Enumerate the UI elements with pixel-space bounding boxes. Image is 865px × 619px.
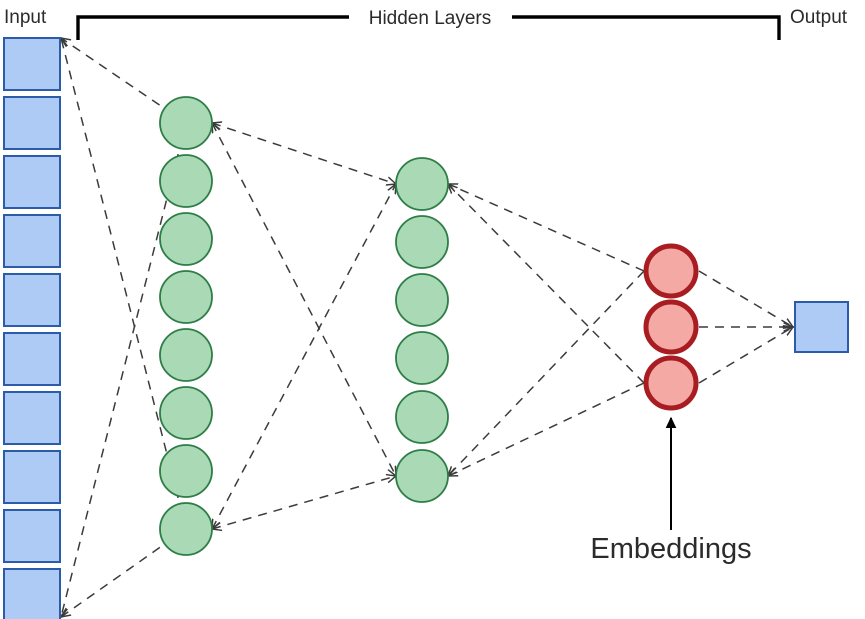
bracket-right-segment [512,15,781,40]
connections-embeddings-to-output [698,270,793,384]
label-hidden-layers: Hidden Layers [369,8,492,29]
layer-output [794,301,849,353]
input-node[interactable] [3,568,61,619]
layer-input [3,37,61,619]
hidden-node[interactable] [159,96,213,150]
connection-line [212,123,396,184]
input-node[interactable] [3,391,61,445]
hidden-node[interactable] [395,449,449,503]
hidden-node[interactable] [395,157,449,211]
hidden-node[interactable] [395,273,449,327]
connection-line [61,38,187,530]
hidden-node[interactable] [159,502,213,556]
input-node[interactable] [3,509,61,563]
hidden-node[interactable] [159,154,213,208]
hidden-node[interactable] [395,390,449,444]
connections-hidden1-to-hidden2 [212,123,396,529]
hidden-node[interactable] [395,331,449,385]
hidden-node[interactable] [159,270,213,324]
input-node[interactable] [3,155,61,209]
embedding-node[interactable] [643,243,699,299]
connections-input-to-hidden1 [61,38,187,617]
input-node[interactable] [3,214,61,268]
connection-line [448,184,645,384]
output-node[interactable] [794,301,849,353]
hidden-layers-bracket [76,15,781,40]
hidden-node[interactable] [159,386,213,440]
layer-hidden-2 [395,157,449,503]
connection-line [698,327,793,384]
input-node[interactable] [3,96,61,150]
embeddings-annotation: Embeddings [590,416,752,565]
connection-line [448,382,645,476]
embedding-node[interactable] [643,299,699,355]
hidden-node[interactable] [159,328,213,382]
label-output: Output [790,7,848,28]
input-node[interactable] [3,37,61,91]
input-node[interactable] [3,332,61,386]
connection-line [61,122,187,617]
hidden-node[interactable] [395,215,449,269]
input-node[interactable] [3,273,61,327]
layer-hidden-1 [159,96,213,556]
input-node[interactable] [3,450,61,504]
label-embeddings: Embeddings [590,533,751,565]
connection-line [212,123,396,476]
hidden-node[interactable] [159,212,213,266]
layer-embeddings [643,243,699,411]
connection-line [448,184,645,272]
label-input: Input [4,7,47,28]
connection-line [448,270,645,476]
connection-line [698,270,793,327]
embedding-node[interactable] [643,355,699,411]
connection-line [212,476,396,529]
hidden-node[interactable] [159,444,213,498]
connections-hidden2-to-embeddings [448,184,645,476]
bracket-left-segment [76,15,349,40]
connection-line [212,184,396,529]
